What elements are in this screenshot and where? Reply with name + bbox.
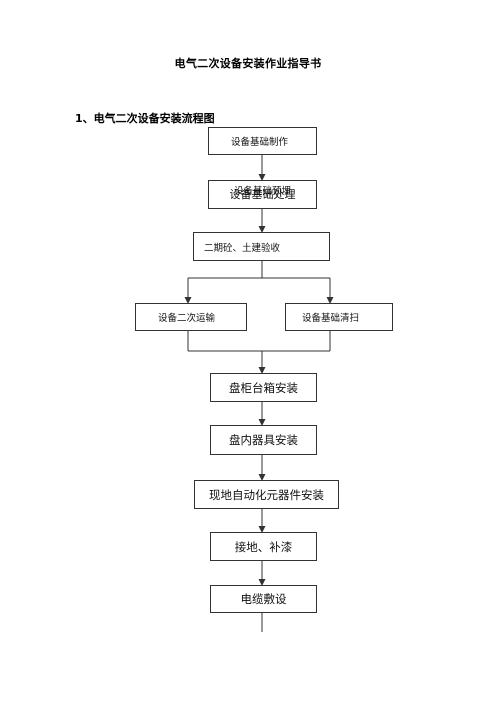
step-grounding-painting-label: 接地、补漆 [234,539,293,554]
step-cable-laying: 电缆敷设 [210,585,317,613]
step-foundation-fabrication: 设备基础制作 [208,127,317,155]
step-foundation-cleaning-label: 设备基础清扫 [302,313,360,324]
step-cabinet-installation-label: 盘柜台箱安装 [229,380,298,395]
step-foundation-fabrication-label: 设备基础制作 [231,137,289,148]
step-foundation-cleaning: 设备基础清扫 [285,303,393,331]
section-heading: 1、电气二次设备安装流程图 [75,112,215,125]
step-internal-device-installation: 盘内器具安装 [210,425,317,455]
step-civil-acceptance: 二期砼、土建验收 [193,232,330,261]
step-secondary-transport: 设备二次运输 [135,303,247,331]
step-foundation-treatment: 设备基础预埋 设备基础处理 [208,180,317,209]
step-cable-laying-label: 电缆敷设 [240,592,287,606]
step-foundation-treatment-label-b: 设备基础处理 [229,188,296,201]
step-field-automation-installation-label: 现地自动化元器件安装 [209,487,324,502]
step-cabinet-installation: 盘柜台箱安装 [210,373,317,402]
step-civil-acceptance-label: 二期砼、土建验收 [204,242,281,254]
step-field-automation-installation: 现地自动化元器件安装 [194,480,339,509]
document-title: 电气二次设备安装作业指导书 [174,57,322,70]
step-grounding-painting: 接地、补漆 [210,532,317,561]
step-secondary-transport-label: 设备二次运输 [158,313,216,324]
step-foundation-treatment-label-a: 设备基础预埋 [233,186,291,197]
step-internal-device-installation-label: 盘内器具安装 [229,433,298,447]
